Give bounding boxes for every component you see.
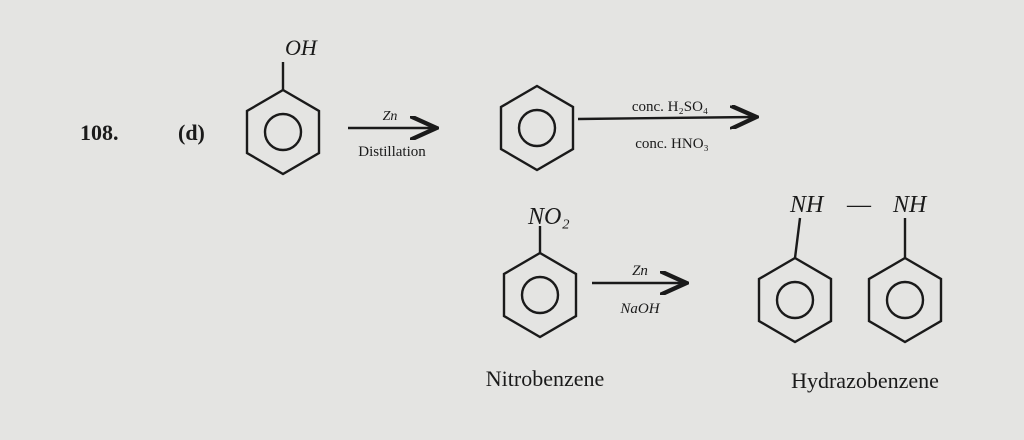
nitrobenzene-structure: NO₂ (502, 204, 578, 339)
no2-label: NO₂ (527, 204, 570, 230)
benzene-structure (499, 84, 575, 172)
step1-reagent: Zn (383, 109, 398, 124)
question-number: 108. (80, 120, 119, 145)
step3-reagent: Zn (632, 263, 648, 279)
nn-bond: — (846, 192, 872, 218)
hydrazobenzene-structure: NH — NH (757, 192, 943, 344)
step1-condition: Distillation (358, 144, 426, 160)
option-label: (d) (178, 120, 205, 145)
step3-condition: NaOH (619, 301, 660, 317)
nh-right-label: NH (892, 192, 928, 218)
nh-left-label: NH (789, 192, 825, 218)
reaction-arrow-2 (577, 117, 754, 119)
phenol-structure: OH (245, 35, 321, 176)
hydrazobenzene-name: Hydrazobenzene (791, 368, 939, 393)
nitrobenzene-name: Nitrobenzene (486, 366, 605, 391)
step2-reagent-top: conc. H₂SO₄ (632, 99, 708, 115)
step2-reagent-bottom: conc. HNO₃ (635, 136, 709, 152)
oh-label: OH (285, 35, 318, 60)
